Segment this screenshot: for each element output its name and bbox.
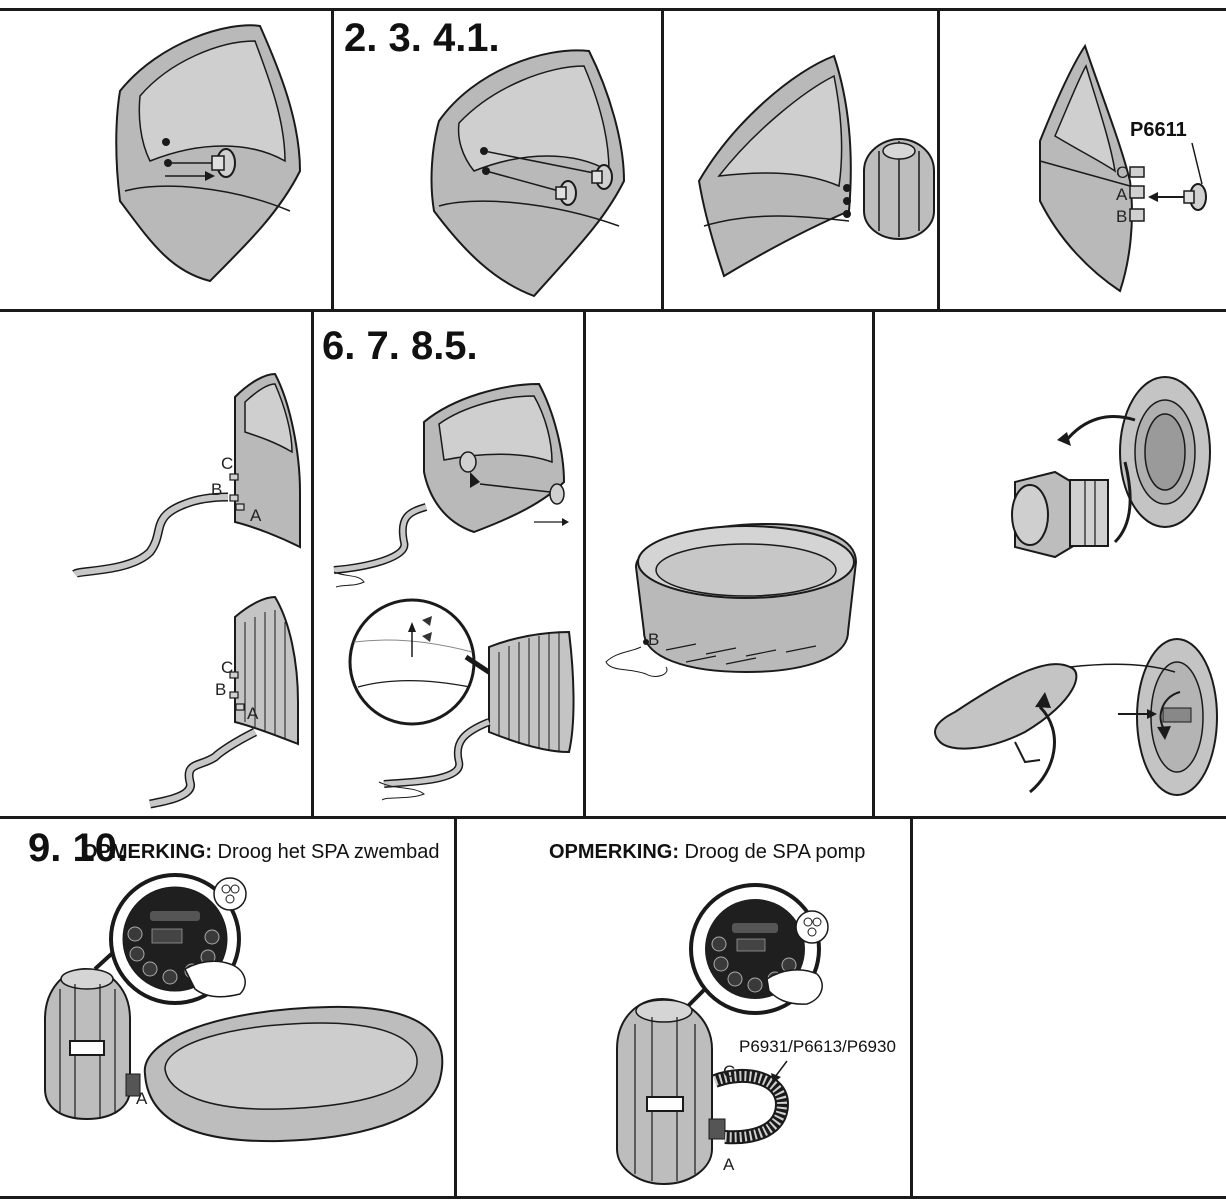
label-c: C	[1116, 163, 1129, 182]
pump-icon	[44, 967, 141, 1121]
fan-icon	[213, 877, 247, 911]
label-b-top: B	[211, 480, 223, 499]
panel-3	[664, 11, 937, 309]
row-divider-2	[0, 816, 1226, 819]
col-divider-r1-2	[661, 8, 664, 311]
hose-icon	[712, 1068, 790, 1145]
part-number-label: P6931/P6613/P6930	[739, 1037, 896, 1056]
pump-drying-illustration	[616, 883, 829, 1186]
hose-icon	[72, 492, 229, 579]
spa-wall-illustration	[333, 382, 575, 801]
label-c-top: C	[221, 454, 234, 473]
hose-icon	[383, 718, 491, 788]
spa-drying-illustration	[44, 873, 444, 1143]
panel-6	[314, 312, 583, 816]
panel-9: OPMERKING: Droog het SPA zwembad	[0, 819, 454, 1196]
valve-icon	[1119, 376, 1211, 528]
panel-10: OPMERKING: Droog de SPA pomp	[457, 819, 910, 1196]
row-divider-1	[0, 309, 1226, 312]
spa-wall-illustration	[430, 49, 626, 298]
col-divider-r3-1	[454, 818, 457, 1198]
col-divider-r2-2	[583, 311, 586, 818]
plug-icon	[211, 148, 236, 178]
step-heading-row3: 9. 10.	[28, 826, 129, 870]
label-a: A	[1116, 185, 1128, 204]
col-divider-r2-3	[872, 311, 875, 818]
plug-icon	[1183, 183, 1207, 211]
part-number-label: P6611	[1130, 119, 1187, 141]
panel-7: B	[586, 312, 872, 816]
plug-icon	[591, 164, 613, 190]
note-text: Droog het SPA zwembad	[212, 841, 440, 863]
label-c-bottom: C	[221, 658, 234, 677]
label-c: C	[723, 1062, 736, 1081]
valve-illustration	[934, 376, 1218, 796]
label-a: A	[723, 1155, 735, 1174]
label-b-bottom: B	[215, 680, 227, 699]
hand-icon	[184, 960, 246, 998]
bottom-border	[0, 1196, 1226, 1199]
fan-icon	[795, 910, 829, 944]
panel-8	[875, 312, 1226, 816]
note-label: OPMERKING:	[82, 841, 212, 863]
hose-icon	[333, 503, 428, 574]
note-label: OPMERKING:	[549, 841, 679, 863]
note-dry-pump: OPMERKING: Droog de SPA pomp	[549, 841, 865, 864]
pump-icon	[863, 137, 935, 241]
label-b: B	[1116, 207, 1128, 226]
label-a: A	[136, 1089, 148, 1108]
col-divider-r1-3	[937, 8, 940, 311]
col-divider-r2-1	[311, 311, 314, 818]
spa-wall-illustration	[115, 24, 302, 283]
note-dry-spa: OPMERKING: Droog het SPA zwembad	[82, 841, 440, 864]
col-divider-r1-1	[331, 8, 334, 311]
panel-empty	[913, 819, 1226, 1196]
spa-wall-illustration	[72, 372, 301, 809]
panel-5: C B A C B A	[0, 312, 311, 816]
label-a-bottom: A	[247, 704, 259, 723]
spa-wall-illustration	[697, 54, 935, 278]
pump-icon	[616, 997, 726, 1186]
note-text: Droog de SPA pomp	[679, 841, 866, 863]
valve-icon	[1011, 470, 1109, 559]
valve-icon	[1136, 638, 1218, 796]
panel-4: P6611 C A B	[940, 11, 1226, 309]
control-panel-icon	[689, 883, 821, 1015]
panel-1	[0, 11, 331, 309]
hose-icon	[149, 727, 258, 809]
step-heading-row1: 2. 3. 4.1.	[344, 16, 500, 60]
step-heading-row2: 6. 7. 8.5.	[322, 324, 478, 368]
plug-icon	[555, 180, 577, 206]
hand-icon	[766, 969, 823, 1005]
top-border	[0, 8, 1226, 11]
spa-wall-illustration	[1039, 43, 1207, 293]
panel-2	[334, 11, 661, 309]
label-a-top: A	[250, 506, 262, 525]
col-divider-r3-2	[910, 818, 913, 1198]
label-b: B	[648, 630, 660, 649]
spa-wall-illustration	[605, 522, 858, 677]
